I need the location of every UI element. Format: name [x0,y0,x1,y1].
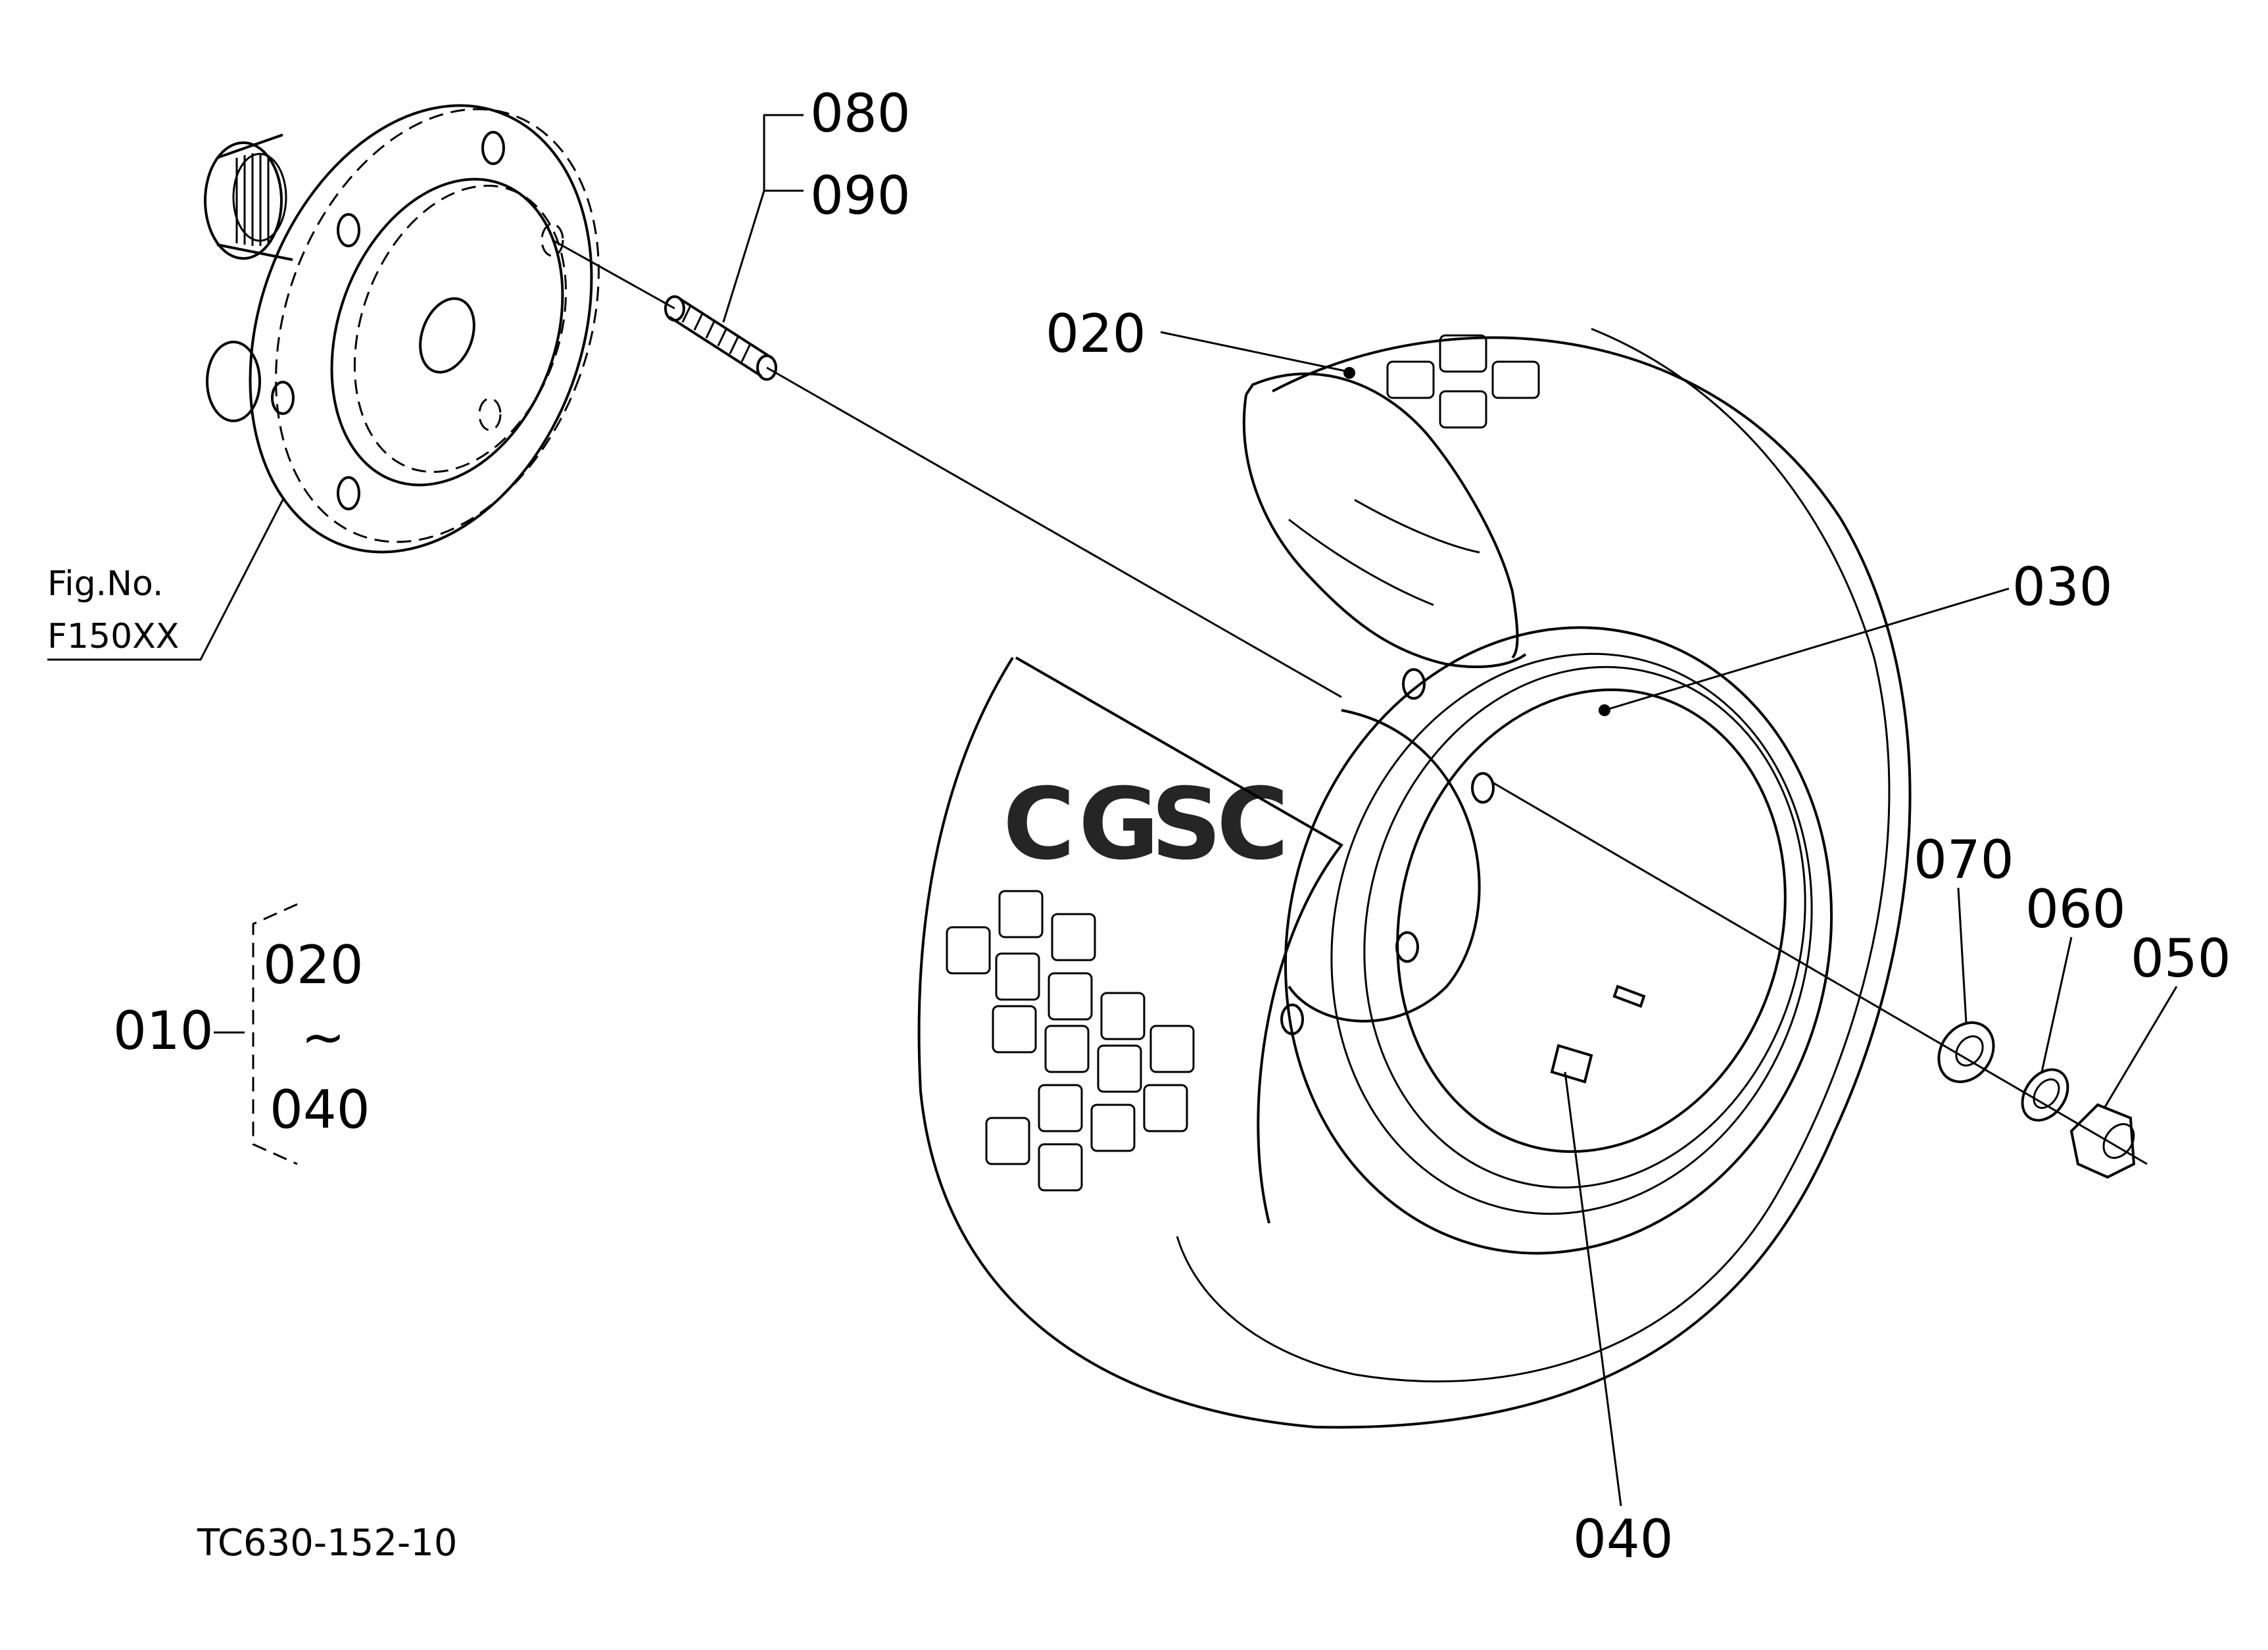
watermark-letter-3: S [1151,767,1222,882]
watermark-letter-2: G [1078,767,1159,882]
leader-020 [1160,331,1349,373]
callout-030: 030 [2012,556,2113,618]
leader-070 [1957,887,1967,1023]
washer-070 [1937,1021,1995,1083]
watermark-letter-4: C [1217,767,1289,882]
assembly-axis-line [552,239,2148,1165]
drawing-number: TC630-152-10 [197,1522,457,1565]
hub-flange [204,104,600,554]
leader-040 [1564,1071,1622,1507]
leader-020-dot [1343,367,1355,379]
nut-050 [2069,1103,2136,1179]
assembly-group: 010 020 ~ 040 [113,903,370,1165]
group-range-start: 020 [263,934,364,996]
callout-070: 070 [1914,829,2014,890]
fig-reference-leader [47,499,284,661]
callouts: 080 090 020 030 040 070 060 050 [722,83,2231,1570]
lock-washer-060 [2021,1068,2069,1122]
group-range-symbol: ~ [301,1007,345,1068]
callout-080: 080 [810,83,911,144]
fig-no-label: Fig.No. [47,564,163,604]
callout-050: 050 [2131,928,2231,989]
figure-reference: Fig.No. F150XX [47,499,284,661]
cgsc-watermark-logo: C G S C [1003,767,1289,882]
group-parent-010: 010 [113,1000,214,1061]
callout-060: 060 [2025,879,2126,940]
leader-030-dot [1599,704,1610,716]
leader-060 [2040,936,2073,1073]
group-range-end: 040 [270,1079,370,1140]
callout-040: 040 [1573,1509,1674,1570]
leader-080-090 [722,114,804,323]
stud-bolt [664,295,777,381]
callout-090: 090 [810,165,911,226]
tire-assembly [917,328,1912,1429]
watermark-letter-1: C [1003,767,1075,882]
callout-020: 020 [1046,303,1146,364]
fig-no-value: F150XX [47,617,179,656]
leader-030 [1604,587,2010,712]
group-bracket [252,903,298,1165]
leader-050 [2103,986,2178,1109]
